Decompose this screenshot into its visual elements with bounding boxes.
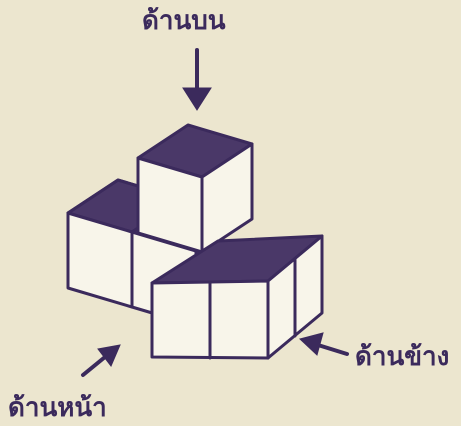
arrow-top — [182, 48, 212, 111]
cube-top-stacked — [136, 123, 254, 254]
cube-side-face — [200, 142, 254, 254]
cube-front-row — [150, 234, 324, 360]
arrow-side — [298, 332, 349, 356]
label-side-view: ด้านข้าง — [355, 342, 450, 372]
label-top-view: ด้านบน — [142, 6, 226, 36]
label-front-view: ด้านหน้า — [8, 393, 107, 423]
arrow-front — [81, 344, 121, 377]
